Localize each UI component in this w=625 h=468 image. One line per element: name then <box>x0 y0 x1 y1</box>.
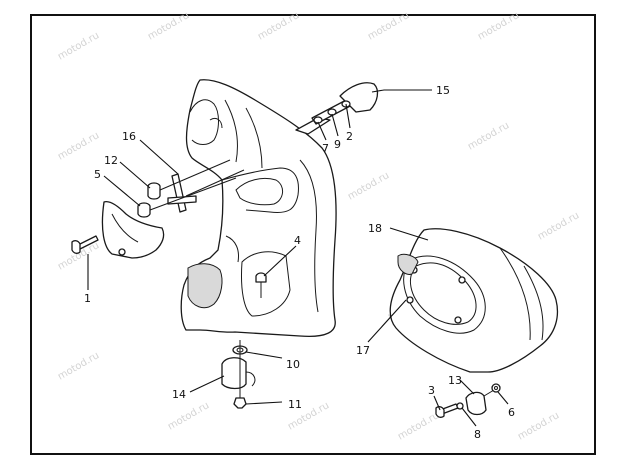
watermark: motod.ru <box>366 10 411 42</box>
callout-1: 1 <box>84 292 91 305</box>
front-body-panel <box>180 79 337 338</box>
leader-7 <box>317 121 327 141</box>
watermark: motod.ru <box>56 30 101 62</box>
callout-7: 7 <box>322 142 329 155</box>
leader-8 <box>461 407 477 427</box>
side-cover-panel <box>71 200 165 259</box>
watermark: motod.ru <box>166 400 211 432</box>
watermark: motod.ru <box>56 130 101 162</box>
leader-17 <box>367 299 407 343</box>
callout-15: 15 <box>436 84 450 97</box>
watermark: motod.ru <box>466 120 511 152</box>
leader-3 <box>433 395 441 411</box>
leader-2 <box>345 103 351 129</box>
callout-8: 8 <box>474 428 481 441</box>
leader-11 <box>245 401 283 405</box>
leader-16 <box>139 139 179 175</box>
watermark: motod.ru <box>56 350 101 382</box>
leader-9 <box>331 113 339 137</box>
watermark: motod.ru <box>536 210 581 242</box>
callout-12: 12 <box>104 154 118 167</box>
callout-17: 17 <box>356 344 370 357</box>
callout-labels: 1 2 3 4 5 6 7 8 9 10 11 12 13 14 15 16 1… <box>84 84 515 441</box>
callout-3: 3 <box>428 384 435 397</box>
air-filter-box <box>389 228 559 373</box>
callout-9: 9 <box>334 138 341 151</box>
callout-16: 16 <box>122 130 136 143</box>
callout-4: 4 <box>294 234 301 247</box>
upper-bracket-assembly <box>295 82 379 135</box>
leader-14 <box>189 375 225 393</box>
watermark: motod.ru <box>476 10 521 42</box>
leader-lines <box>87 89 509 427</box>
watermark: motod.ru <box>396 410 441 442</box>
callout-10: 10 <box>286 358 300 371</box>
mount-bracket-assembly <box>137 159 245 218</box>
leader-6 <box>497 391 509 405</box>
leader-18 <box>389 227 429 241</box>
callout-5: 5 <box>94 168 101 181</box>
inner-screw <box>255 272 267 298</box>
watermark: motod.ru <box>516 410 561 442</box>
watermark: motod.ru <box>146 10 191 42</box>
filter-mount-hardware <box>435 383 501 418</box>
watermark: motod.ru <box>346 170 391 202</box>
callout-2: 2 <box>346 130 353 143</box>
callout-6: 6 <box>508 406 515 419</box>
callout-14: 14 <box>172 388 186 401</box>
callout-11: 11 <box>288 398 302 411</box>
leader-13 <box>459 379 475 395</box>
leader-15 <box>371 89 432 93</box>
leader-5 <box>103 175 141 207</box>
lower-clamp-assembly <box>221 340 256 409</box>
leader-10 <box>245 351 283 359</box>
leader-12 <box>119 161 151 189</box>
leader-4 <box>263 245 297 277</box>
callout-18: 18 <box>368 222 382 235</box>
callout-13: 13 <box>448 374 462 387</box>
watermark: motod.ru <box>256 10 301 42</box>
